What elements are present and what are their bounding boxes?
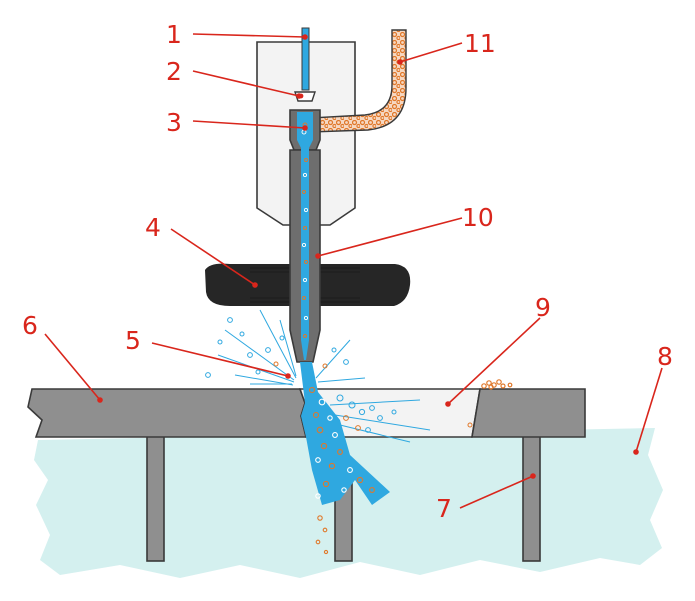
workpiece-left bbox=[27, 388, 308, 438]
callout-4: 4 bbox=[145, 213, 161, 242]
bore-particles bbox=[301, 122, 309, 339]
callout-10: 10 bbox=[462, 203, 494, 232]
callout-5: 5 bbox=[125, 326, 141, 355]
callout-1: 1 bbox=[166, 20, 182, 49]
jet-particles bbox=[308, 386, 375, 499]
callout-6: 6 bbox=[22, 311, 38, 340]
water-inlet-tube bbox=[301, 27, 310, 91]
callout-2: 2 bbox=[166, 57, 182, 86]
callout-11: 11 bbox=[464, 29, 496, 58]
focusing-tube-bore bbox=[301, 148, 309, 360]
workpiece-right bbox=[471, 388, 586, 438]
callout-3: 3 bbox=[166, 108, 182, 137]
callout-labels: 1 2 3 4 5 6 7 8 9 10 11 bbox=[22, 20, 673, 523]
splash-droplets bbox=[205, 317, 473, 433]
support-slat-right bbox=[522, 435, 541, 562]
callout-7: 7 bbox=[436, 494, 452, 523]
callout-9: 9 bbox=[535, 293, 551, 322]
falling-particles bbox=[315, 515, 329, 555]
support-slat-left bbox=[146, 435, 165, 562]
splash-lines bbox=[217, 309, 431, 443]
cutting-jet bbox=[300, 362, 390, 505]
leader-lines bbox=[44, 33, 663, 509]
callout-8: 8 bbox=[657, 342, 673, 371]
abrasive-deposit bbox=[481, 379, 513, 390]
